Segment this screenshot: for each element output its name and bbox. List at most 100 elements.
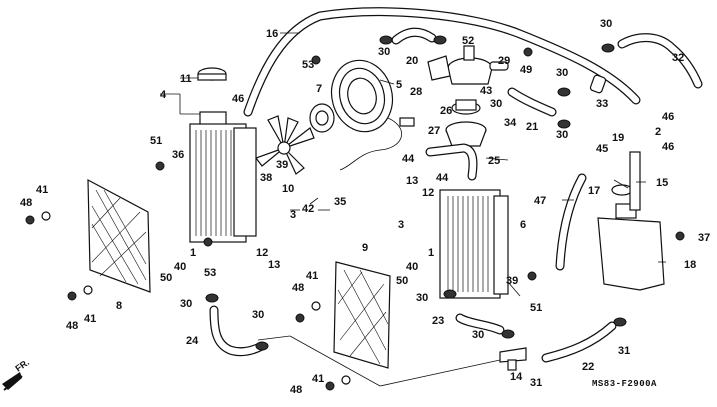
fan-shroud-5	[330, 59, 415, 171]
callout: 40	[406, 261, 418, 273]
callout: 49	[520, 64, 532, 76]
callout: 34	[504, 117, 517, 129]
callout: 15	[656, 177, 668, 189]
callout: 44	[402, 153, 415, 165]
hose-21	[507, 87, 557, 117]
callout: 11	[180, 73, 192, 85]
radiator-cap-11	[197, 67, 227, 81]
callout: 30	[252, 309, 264, 321]
callout: 44	[436, 172, 449, 184]
callout: 39	[506, 275, 518, 287]
callout: 48	[20, 197, 32, 209]
right-radiator-6	[439, 189, 509, 299]
callout: 4	[160, 89, 167, 101]
reservoir-tank-18	[597, 203, 665, 291]
callout: 29	[498, 55, 510, 67]
callout: 13	[268, 259, 280, 271]
callout: 5	[396, 79, 402, 91]
callout: 46	[662, 141, 674, 153]
hose-23	[455, 313, 505, 335]
callout: 14	[510, 371, 523, 383]
left-radiator-fins	[195, 130, 232, 236]
callout: 30	[180, 298, 192, 310]
hose-25	[425, 143, 478, 181]
right-grille-9	[333, 261, 391, 369]
callout: 1	[428, 247, 434, 259]
callout: 23	[432, 315, 444, 327]
callout: 41	[306, 270, 318, 282]
callout: 30	[556, 67, 568, 79]
thermostat-26	[451, 99, 481, 115]
hose-20	[391, 27, 437, 45]
fan-blade-10	[255, 115, 315, 175]
thermostat-cover-27	[445, 121, 487, 147]
callout: 30	[378, 46, 390, 58]
callout: 30	[600, 18, 612, 30]
callout: 50	[160, 272, 172, 284]
callout: 10	[282, 183, 294, 195]
right-radiator-fins	[447, 196, 489, 292]
callout: 52	[462, 35, 474, 47]
callout: 25	[488, 155, 500, 167]
callout: 6	[520, 219, 526, 231]
callout: 36	[172, 149, 184, 161]
front-direction-label: FR.	[13, 357, 31, 374]
callout: 46	[662, 111, 674, 123]
callout: 1	[190, 247, 196, 259]
callout: 13	[406, 175, 418, 187]
callout: 30	[472, 329, 484, 341]
callout: 24	[186, 335, 199, 347]
bolts	[25, 47, 685, 391]
callout: 37	[698, 232, 710, 244]
front-direction-arrow: FR.	[2, 357, 31, 391]
callout: 42	[302, 203, 314, 215]
hose-33	[589, 74, 607, 94]
joint-14	[499, 347, 527, 371]
callout: 53	[302, 59, 314, 71]
left-grille-mesh	[91, 189, 147, 285]
tank-cap-17	[611, 184, 633, 196]
callout: 40	[174, 261, 186, 273]
callout: 18	[684, 259, 696, 271]
callout: 43	[480, 85, 492, 97]
callout: 45	[596, 143, 608, 155]
leader-lines	[160, 32, 666, 387]
callout: 7	[316, 83, 322, 95]
callout: 12	[422, 187, 434, 199]
callout: 9	[362, 242, 368, 254]
callout: 31	[618, 345, 630, 357]
hose-15	[629, 151, 641, 211]
callout: 17	[588, 185, 600, 197]
callout: 2	[655, 126, 661, 138]
bracket-28	[427, 55, 451, 81]
callout: 41	[312, 373, 324, 385]
hose-47	[555, 173, 587, 271]
callout: 3	[290, 209, 296, 221]
hose-22	[541, 321, 617, 363]
fan-motor-7	[309, 103, 335, 133]
callout: 32	[672, 52, 684, 64]
callout: 12	[256, 247, 268, 259]
callout: 48	[290, 384, 302, 396]
callout: 27	[428, 125, 440, 137]
callout: 26	[440, 105, 452, 117]
callout: 28	[410, 86, 422, 98]
callout: 41	[84, 313, 96, 325]
callout: 48	[66, 320, 78, 332]
callout: 30	[490, 98, 502, 110]
callout: 30	[556, 129, 568, 141]
callout: 30	[416, 292, 428, 304]
callout: 51	[150, 135, 162, 147]
callout: 35	[334, 196, 346, 208]
clamps	[205, 35, 627, 351]
left-radiator-4	[189, 111, 257, 243]
callout: 21	[526, 121, 538, 133]
callout: 16	[266, 28, 278, 40]
hose-32	[617, 33, 703, 89]
thermostat-housing	[447, 45, 509, 85]
callout: 39	[276, 159, 288, 171]
callouts: 16 30 20 52 30 32 53 5 28 29 49 30 43 26…	[20, 18, 710, 396]
left-grille-8	[87, 178, 151, 293]
callout: 47	[534, 195, 546, 207]
